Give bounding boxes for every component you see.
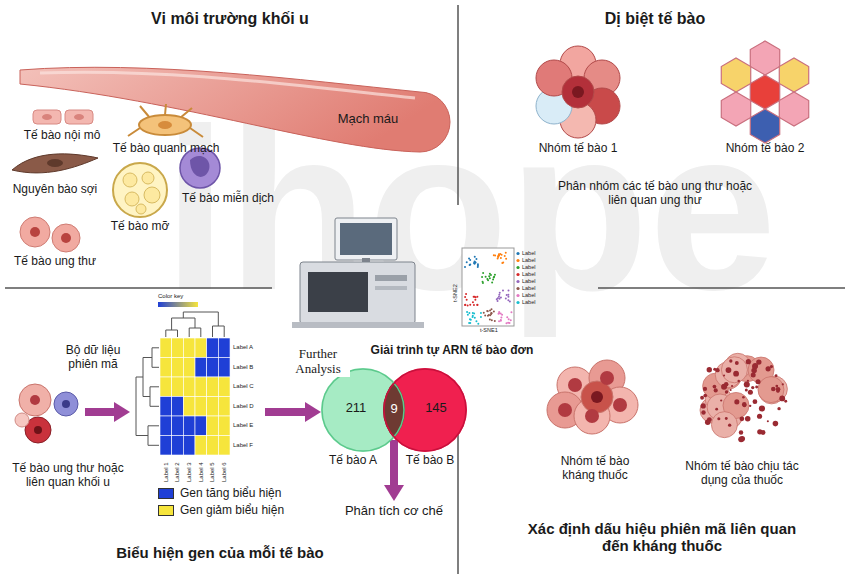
cell-group: Tế bào ung thư hoặc liên quan khối u	[10, 378, 85, 446]
legend-swatch	[158, 505, 174, 516]
panel-title: Vi môi trường khối u	[70, 10, 390, 28]
venn	[321, 368, 467, 452]
panel-title: Xác định dấu hiệu phiên mã liên quan đến…	[522, 520, 802, 555]
resistant-cells	[547, 360, 638, 434]
axis-label: t-SNE2	[452, 284, 458, 302]
panel-title: Biểu hiện gen của mỗi tế bào	[20, 544, 420, 561]
vessel-label: Mạch máu	[323, 112, 413, 127]
row-label: Label F	[233, 442, 253, 449]
plot-legend-label: Label	[522, 250, 535, 256]
row-label: Label D	[233, 403, 254, 410]
cancer-cell	[20, 217, 80, 252]
node-text: Bộ dữ liệu phiên mã	[60, 344, 126, 372]
plot-legend-label: Label	[522, 292, 535, 298]
row-label: Label B	[233, 364, 253, 371]
node-caption: Tế bào A	[323, 454, 383, 468]
row-label: Label E	[233, 422, 253, 429]
color-key-label: Color key	[158, 293, 183, 300]
column-label: Label 3	[186, 462, 193, 482]
column-label: Label 6	[221, 462, 228, 482]
cluster-label: Nhóm tế bào chịu tác dụng của thuốc	[680, 460, 805, 488]
column-label: Label 4	[198, 462, 205, 482]
cell-label: Tế bào ung thư	[0, 255, 110, 269]
cell-label: Tế bào nội mô	[7, 129, 117, 143]
method-caption: Giải trình tự ARN tế bào đơn	[332, 344, 572, 358]
plot-legend-label: Label	[522, 264, 535, 270]
tsne-plot	[462, 248, 514, 326]
circle-outline	[383, 368, 467, 452]
sensitive-cells	[700, 353, 787, 442]
plot-legend-label: Label	[522, 299, 535, 305]
cell-label: Tế bào miễn dịch	[168, 192, 288, 206]
cluster-label: Nhóm tế bào 2	[705, 142, 825, 156]
node-text: 211	[331, 401, 381, 416]
fibroblast	[12, 154, 98, 173]
node-text: 145	[413, 401, 459, 416]
plot-legend-label: Label	[522, 278, 535, 284]
cluster-label: Nhóm tế bào kháng thuốc	[548, 455, 643, 483]
flow-arrow	[85, 402, 130, 422]
plot-legend-label: Label	[522, 257, 535, 263]
plot-legend-label: Label	[522, 271, 535, 277]
venn-circle: 145Tế bào B	[383, 368, 467, 452]
node-text: Tế bào ung thư hoặc liên quan khối u	[4, 462, 132, 490]
endothelial-cell	[33, 110, 93, 124]
overlap-count: 9	[384, 402, 404, 417]
panel-note: Phân nhóm các tế bào ung thư hoặc liên q…	[550, 180, 760, 208]
cell-label: Tế bào quanh mạch	[101, 142, 231, 156]
hex-cell	[779, 58, 808, 92]
node-text: Phân tích cơ chế	[339, 504, 449, 519]
hex-cell	[750, 41, 779, 75]
panel-title: Dị biệt tế bào	[495, 10, 815, 28]
dendrogram	[136, 312, 224, 445]
legend-swatch	[158, 488, 174, 499]
legend-text: Gen tăng biểu hiện	[180, 487, 281, 501]
heatmap-box: Bộ dữ liệu phiên mã	[130, 296, 265, 458]
color-key-bar	[158, 302, 198, 307]
edge-label: Further Analysis	[286, 347, 350, 377]
hex-cell	[779, 92, 808, 126]
flow-arrow	[265, 402, 321, 422]
row-label: Label A	[233, 344, 253, 351]
column-label: Label 5	[209, 462, 216, 482]
column-label: Label 2	[174, 462, 181, 482]
tsne-points	[464, 252, 520, 325]
node-caption: Tế bào B	[400, 454, 460, 468]
adipocyte	[113, 163, 167, 217]
result-box: Phân tích cơ chế	[339, 501, 449, 523]
row-label: Label C	[233, 383, 254, 390]
plot-legend-label: Label	[522, 285, 535, 291]
hex-cell	[721, 58, 750, 92]
axis-label: t-SNE1	[480, 327, 498, 333]
cluster-label: Nhóm tế bào 1	[518, 142, 638, 156]
heatmap	[160, 338, 230, 455]
cell-label: Tế bào mỡ	[95, 220, 185, 234]
cell-label: Nguyên bào sợi	[0, 183, 110, 197]
legend-text: Gen giảm biểu hiện	[180, 504, 284, 518]
tumor-cells	[15, 384, 78, 443]
venn-circle: 211Tế bào A	[321, 368, 405, 452]
column-label: Label 1	[163, 462, 170, 482]
flow-arrow	[384, 440, 404, 501]
